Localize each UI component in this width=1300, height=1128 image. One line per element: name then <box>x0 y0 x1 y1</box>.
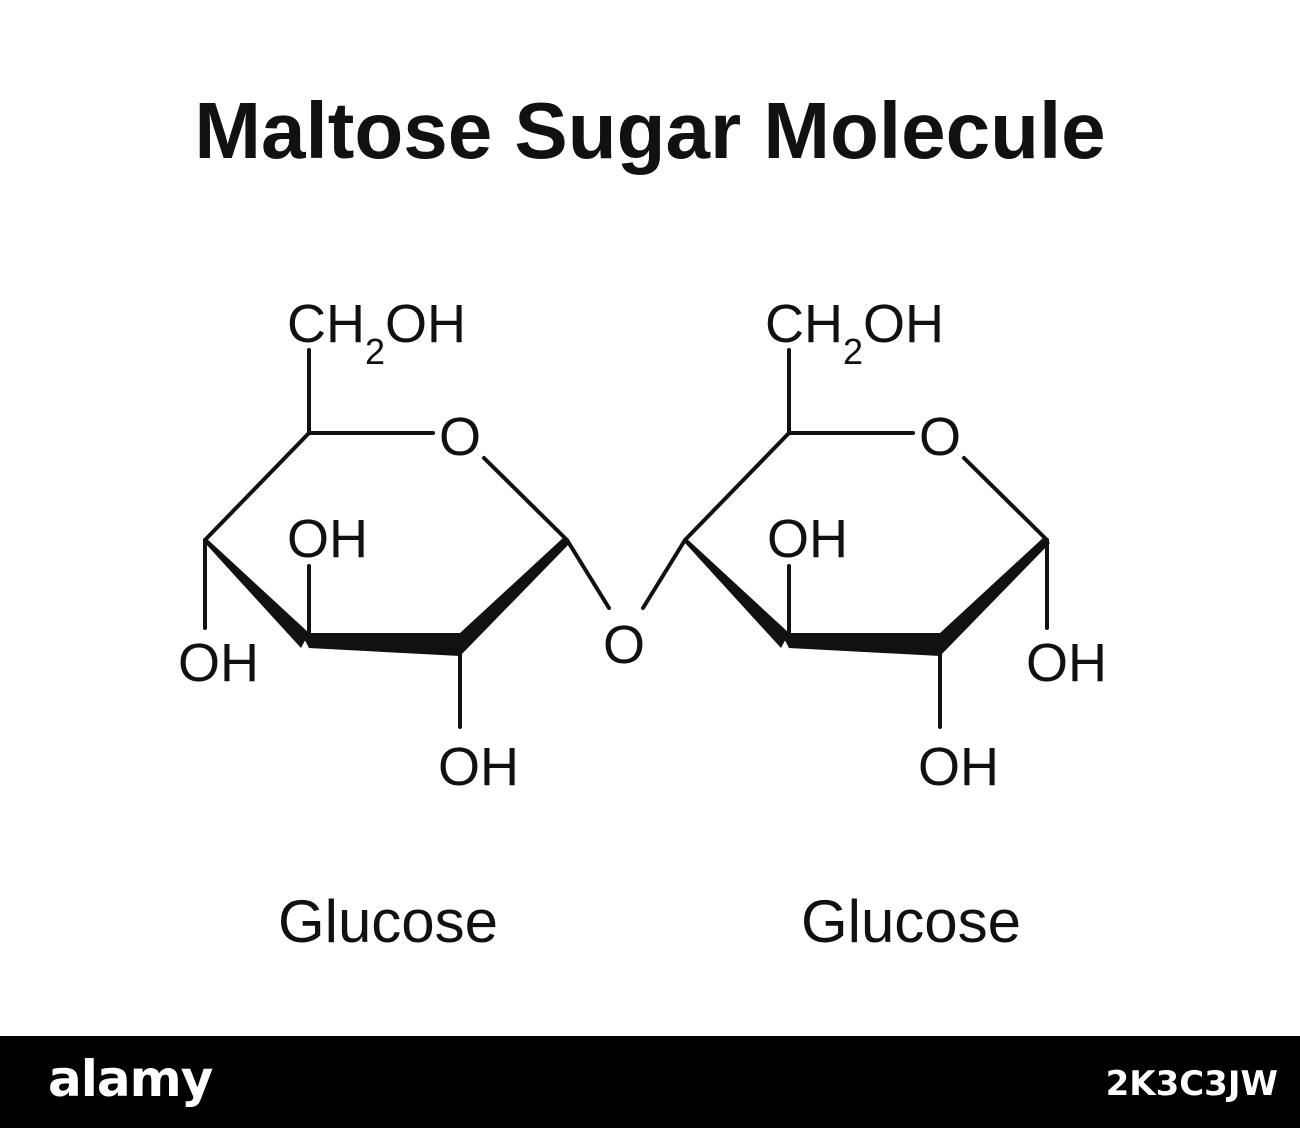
left-c4-c3-wedge <box>205 537 309 648</box>
left-c2-c1-wedge <box>460 537 570 656</box>
left-ch2oh-label: CH2OH <box>287 294 466 372</box>
left-c1-glycosidic-bond <box>565 538 611 610</box>
right-ring-oxygen: O <box>919 407 961 467</box>
right-caption: Glucose <box>801 888 1021 955</box>
left-c5-c4-bond <box>203 431 311 542</box>
glycosidic-o-right-c4-bond <box>641 538 687 610</box>
left-glucose-ring: CH2OH O OH OH OH <box>178 294 611 797</box>
right-glucose-ring: CH2OH O OH OH OH <box>683 294 1107 797</box>
right-c5-c4-bond <box>683 431 791 542</box>
right-oh-bottom-label: OH <box>918 737 999 797</box>
right-ch2oh-label: CH2OH <box>765 294 944 372</box>
right-c4-c3-wedge <box>685 537 789 648</box>
glycosidic-oxygen: O <box>603 615 645 675</box>
left-ring-oxygen: O <box>439 407 481 467</box>
right-oh-top-inner-label: OH <box>767 509 848 569</box>
left-o-c1-bond <box>482 456 569 542</box>
right-o-c1-bond <box>962 456 1049 542</box>
right-oh-right-label: OH <box>1026 633 1107 693</box>
image-code: 2K3C3JW <box>1105 1064 1278 1104</box>
right-c3-c2-wedge <box>781 633 940 656</box>
maltose-structure-diagram: Maltose Sugar Molecule CH2OH O OH OH OH … <box>178 86 1107 955</box>
watermark-footer-bar: alamy 2K3C3JW <box>0 1036 1300 1128</box>
left-oh-left-label: OH <box>178 633 259 693</box>
right-c2-c1-wedge <box>940 537 1050 656</box>
left-oh-bottom-label: OH <box>438 737 519 797</box>
diagram-title: Maltose Sugar Molecule <box>194 86 1105 175</box>
stock-brand-logo: alamy <box>48 1050 213 1108</box>
left-oh-top-inner-label: OH <box>287 509 368 569</box>
left-c3-c2-wedge <box>301 633 460 656</box>
left-caption: Glucose <box>278 888 498 955</box>
